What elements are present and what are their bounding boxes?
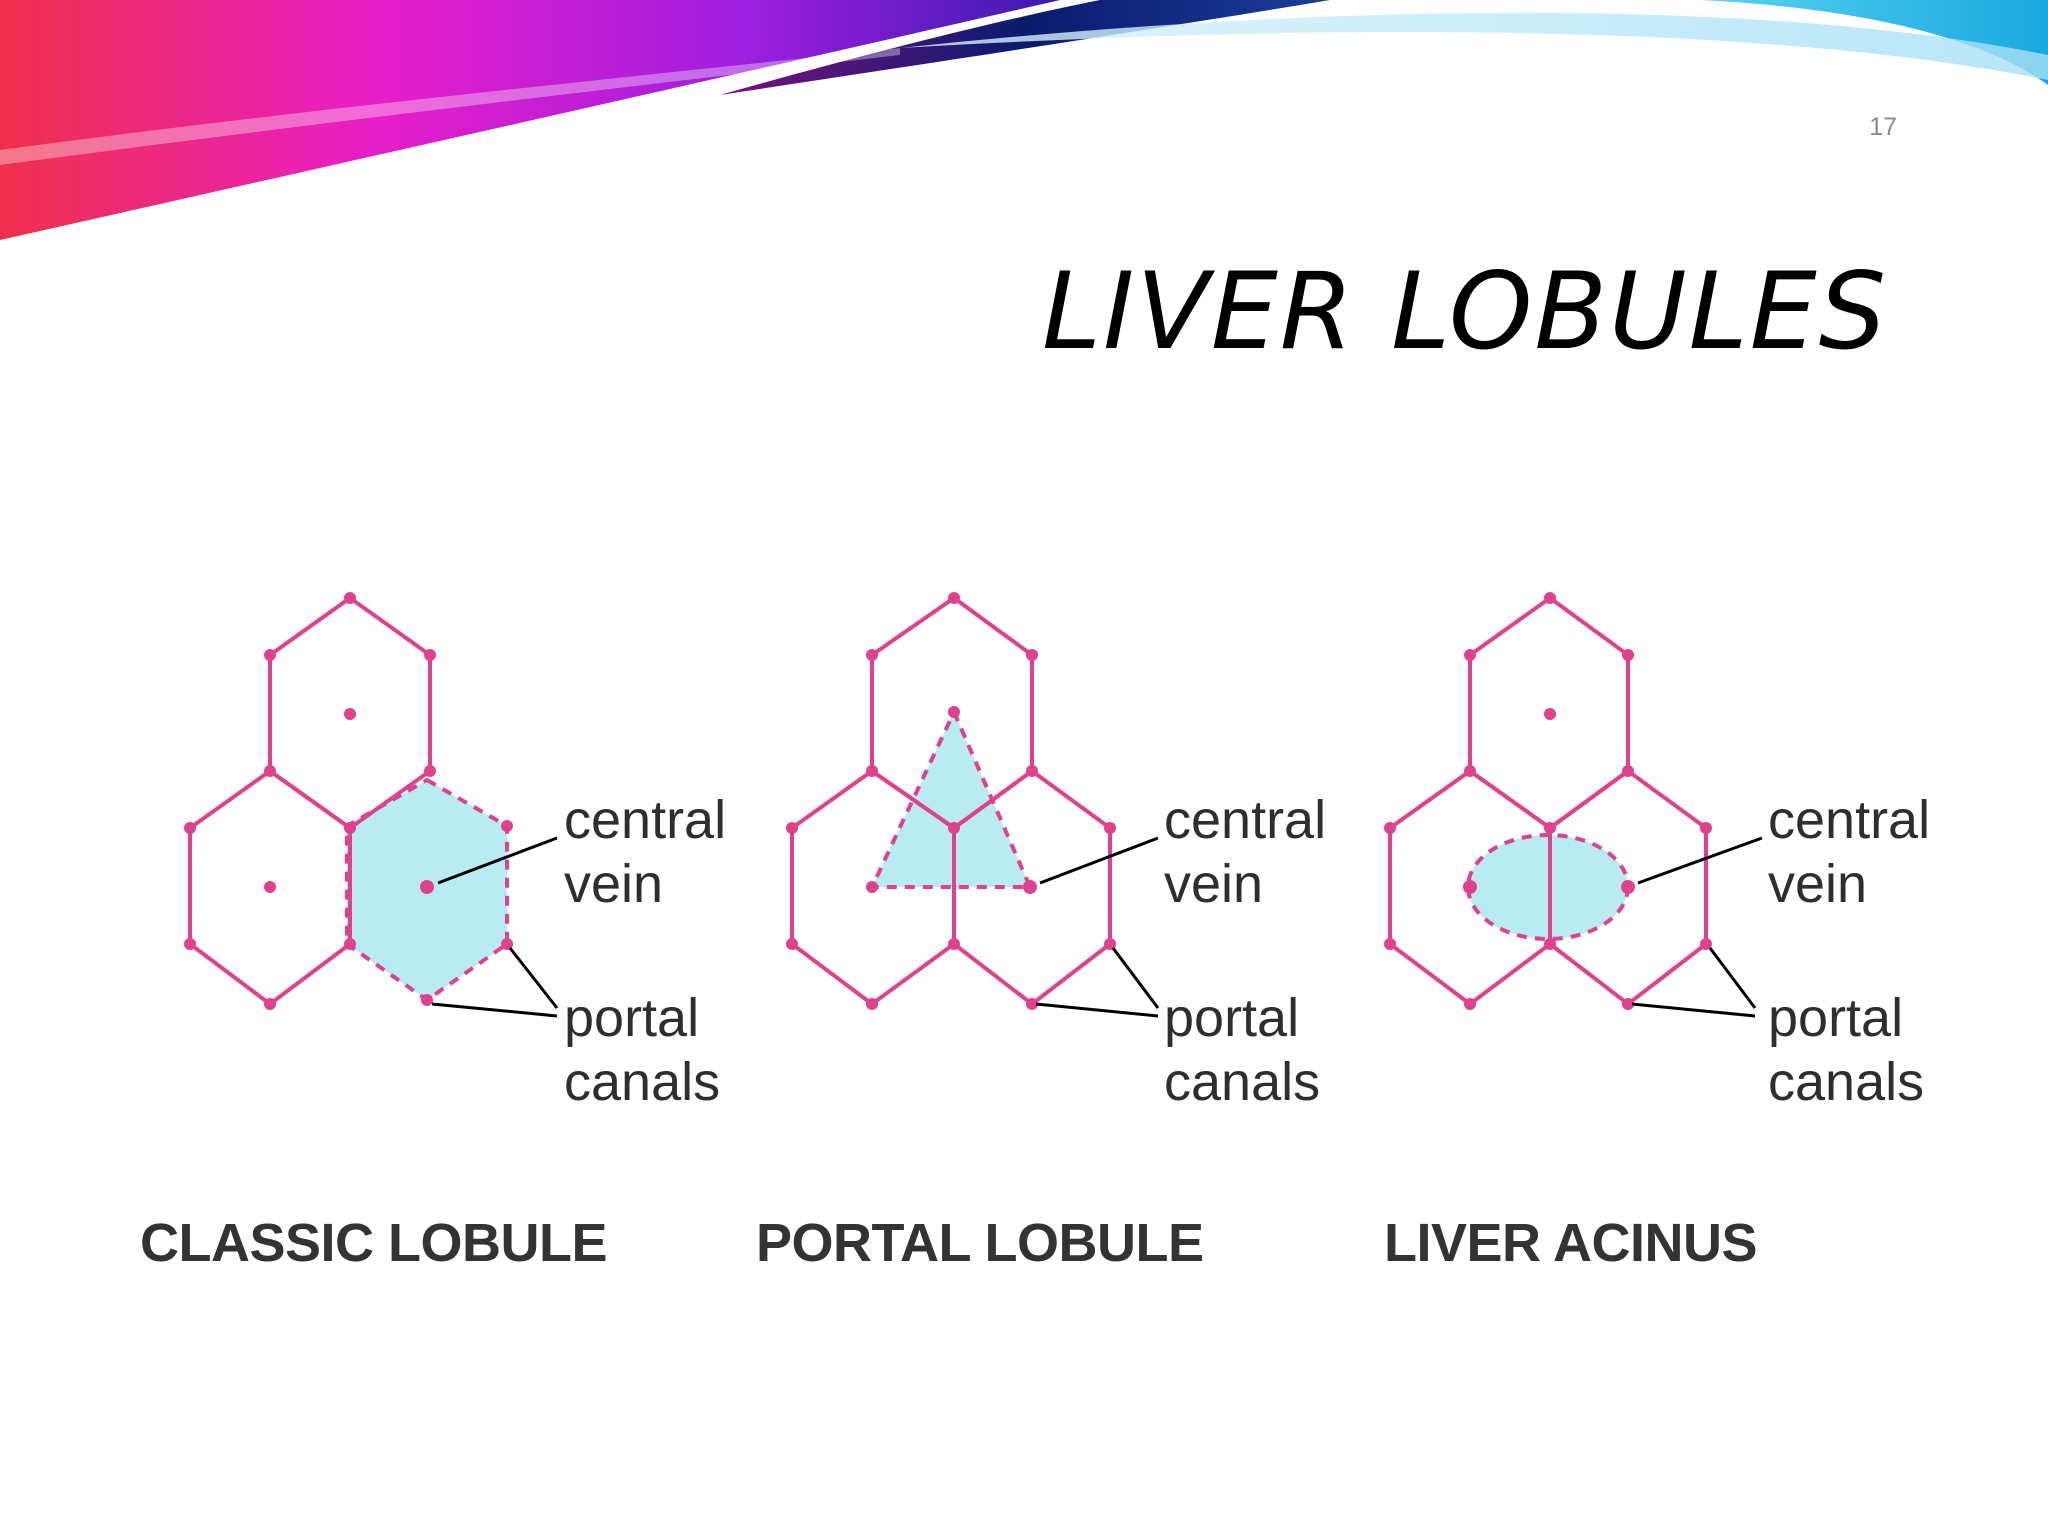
central-vein-dot	[1463, 880, 1477, 894]
portal-canal-leader	[1111, 947, 1160, 1009]
portal-canal-leader	[508, 947, 559, 1009]
central-vein-dot	[866, 881, 878, 893]
portal-lobule-diagram	[786, 592, 1160, 1018]
portal-lobule-title: PORTAL LOBULE	[756, 1213, 1204, 1273]
central-vein-dot	[1023, 880, 1037, 894]
portal-lobule-highlight	[868, 707, 1034, 889]
central-vein-label: central vein	[1164, 790, 1327, 914]
central-vein-dot	[948, 706, 960, 718]
central-vein-dot	[344, 708, 356, 720]
banner-swoosh-cyan	[1250, 0, 2048, 85]
central-vein-dot	[420, 880, 434, 894]
header-banner	[0, 0, 2048, 240]
central-vein-leader	[437, 836, 558, 885]
central-vein-label: central vein	[564, 790, 727, 914]
portal-canals-label: portal canals	[1164, 988, 1321, 1112]
slide-title: LIVER LOBULES	[1042, 250, 1888, 373]
portal-canals-label: portal canals	[564, 988, 721, 1112]
portal-canal-leader	[431, 1002, 558, 1018]
classic-lobule-title: CLASSIC LOBULE	[140, 1213, 608, 1273]
central-vein-leader	[1039, 836, 1159, 885]
central-vein-label: central vein	[1768, 790, 1931, 914]
portal-canals-label: portal canals	[1768, 988, 1925, 1112]
banner-swoosh-navy	[720, 0, 1330, 95]
liver-acinus-diagram	[1384, 592, 1763, 1018]
liver-acinus-title: LIVER ACINUS	[1384, 1213, 1758, 1273]
central-vein-dot	[264, 881, 276, 893]
portal-canal-leader	[1631, 1002, 1756, 1018]
central-vein-dot	[1544, 708, 1556, 720]
portal-canal-leader	[1708, 947, 1757, 1009]
banner-swoosh-magenta	[0, 0, 1060, 240]
slide-number: 17	[1869, 113, 1897, 141]
portal-canal-leader	[1035, 1002, 1159, 1018]
banner-swoosh-light	[900, 12, 2048, 80]
central-vein-leader	[1637, 836, 1763, 885]
central-vein-dot	[1621, 880, 1635, 894]
classic-lobule-diagram	[184, 592, 559, 1018]
